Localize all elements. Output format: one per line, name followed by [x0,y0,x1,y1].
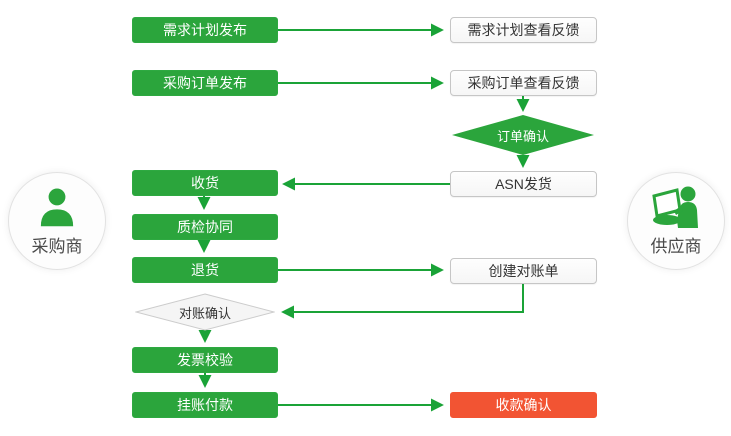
actor-supplier: 供应商 [627,172,725,270]
arrow-statement-to-recon [281,284,524,319]
node-receive: 收货 [132,170,278,196]
node-label: 发票校验 [177,352,233,368]
node-label: 质检协同 [177,219,233,235]
node-demand-plan-feedback: 需求计划查看反馈 [450,17,597,43]
node-asn-ship: ASN发货 [450,171,597,197]
node-label: 创建对账单 [488,263,559,279]
buyer-label: 采购商 [31,237,83,256]
node-label: ASN发货 [495,176,552,192]
node-label: 需求计划查看反馈 [467,22,580,38]
node-label: 采购订单查看反馈 [467,75,580,91]
node-return-goods: 退货 [132,257,278,283]
node-demand-plan-publish: 需求计划发布 [132,17,278,43]
node-create-statement: 创建对账单 [450,258,597,284]
node-label: 采购订单发布 [163,75,247,91]
actor-buyer: 采购商 [8,172,106,270]
node-qc: 质检协同 [132,214,278,240]
node-label: 收货 [191,175,219,191]
supplier-label: 供应商 [650,237,702,256]
person-silhouette-icon [35,184,79,230]
node-receipt-confirm: 收款确认 [450,392,597,418]
node-label: 对账确认 [178,305,231,321]
node-po-feedback: 采购订单查看反馈 [450,70,597,96]
node-invoice-check: 发票校验 [132,347,278,373]
node-po-publish: 采购订单发布 [132,70,278,96]
node-label: 收款确认 [495,397,552,413]
node-label: 退货 [191,262,219,278]
node-label: 需求计划发布 [163,22,247,38]
person-with-laptop-icon [650,184,702,230]
node-label: 订单确认 [496,128,549,144]
node-payment: 挂账付款 [132,392,278,418]
node-order-confirm: 订单确认 [452,115,594,155]
node-label: 挂账付款 [177,397,233,413]
node-recon-confirm: 对账确认 [135,293,275,331]
